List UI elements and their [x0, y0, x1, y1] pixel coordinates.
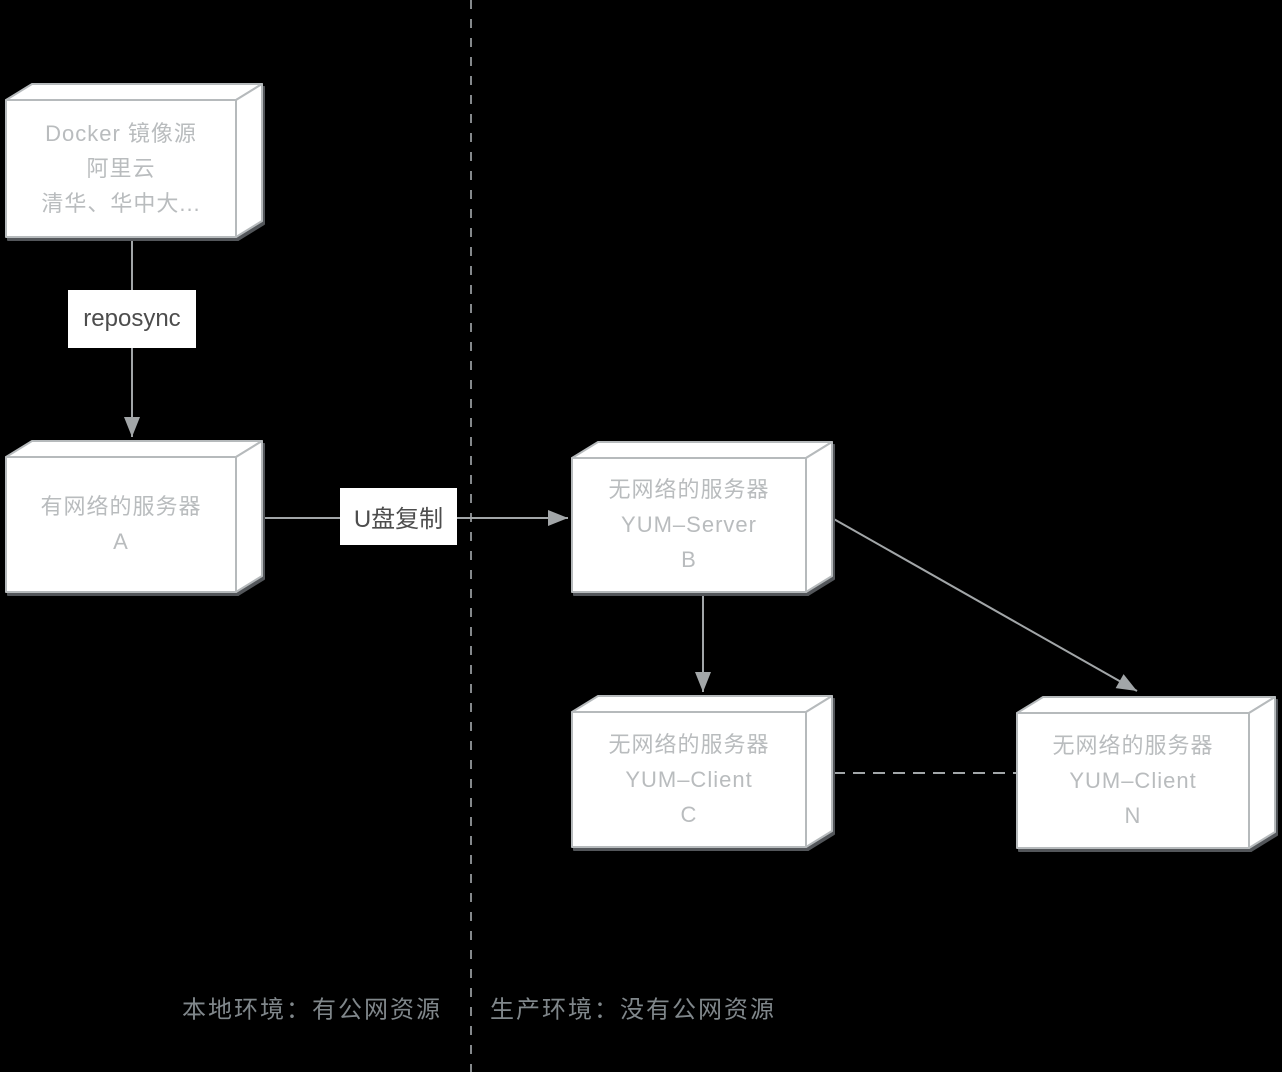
node-top-face [5, 440, 263, 458]
node-side-face [235, 83, 263, 238]
node-side-face [805, 441, 833, 593]
caption-local-environment: 本地环境：有公网资源 [182, 996, 442, 1024]
node-yum-client-c-box [571, 695, 833, 848]
edge-label-usb-copy: U盘复制 [340, 488, 457, 545]
node-server-a-box [5, 440, 263, 593]
node-yum-client-n-box [1016, 696, 1276, 849]
node-top-face [5, 83, 263, 101]
node-side-face [1248, 696, 1276, 849]
caption-production-environment: 生产环境：没有公网资源 [490, 996, 776, 1024]
node-top-face [571, 441, 833, 459]
node-front-face [5, 99, 237, 238]
node-front-face [5, 456, 237, 593]
node-side-face [805, 695, 833, 848]
node-side-face [235, 440, 263, 593]
node-front-face [571, 711, 807, 848]
node-front-face [1016, 712, 1250, 849]
node-top-face [1016, 696, 1276, 714]
node-front-face [571, 457, 807, 593]
node-docker-source-box [5, 83, 263, 238]
node-yum-server-b-box [571, 441, 833, 593]
edge-label-reposync: reposync [68, 290, 196, 348]
edge-b-to-n-arrow [831, 517, 1138, 692]
node-top-face [571, 695, 833, 713]
